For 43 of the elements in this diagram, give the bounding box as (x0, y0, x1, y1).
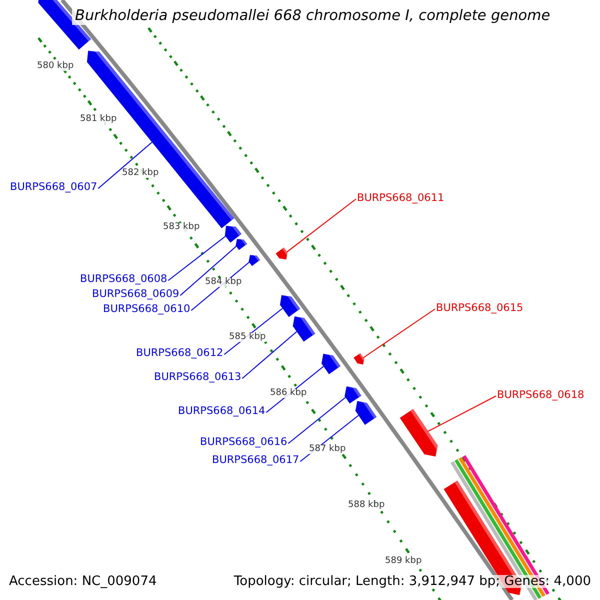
leader-line (286, 198, 356, 252)
gene-label: BURPS668_0616 (200, 437, 288, 448)
leader-line (288, 396, 346, 444)
scale-label: 583 kbp (163, 223, 200, 232)
gene-label: BURPS668_0615 (436, 303, 524, 314)
scale-label: 584 kbp (205, 278, 242, 287)
scale-label: 580 kbp (37, 62, 74, 71)
gene-block (344, 386, 362, 404)
leader-line (428, 396, 496, 432)
gene-block (355, 401, 377, 425)
genome-summary: Topology: circular; Length: 3,912,947 bp; Genes: 4,000 (234, 575, 591, 588)
scale-label: 582 kbp (122, 169, 159, 178)
scale-label: 581 kbp (80, 115, 117, 124)
gene-block (400, 408, 438, 457)
gene-block (280, 295, 300, 318)
gene-block (236, 239, 247, 250)
gene-label: BURPS668_0614 (178, 406, 266, 416)
gene-block (322, 354, 340, 374)
gene-label: BURPS668_0611 (357, 193, 444, 204)
gene-label: BURPS668_0607 (10, 182, 98, 192)
accession-text: Accession: NC_009074 (9, 575, 157, 588)
leader-line (98, 142, 152, 189)
scale-label: 586 kbp (270, 389, 307, 398)
gene-block (292, 316, 316, 342)
gene-label: BURPS668_0617 (212, 455, 300, 466)
scale-label: 588 kbp (348, 501, 385, 510)
scale-label: 587 kbp (309, 445, 346, 454)
scale-label: 585 kbp (229, 333, 266, 342)
leader-line (242, 331, 298, 379)
gene-label: BURPS668_0618 (497, 390, 584, 400)
gene-label: BURPS668_0609 (92, 289, 180, 300)
gene-block (354, 353, 364, 365)
gene-label: BURPS668_0612 (136, 348, 224, 358)
gene-block (224, 226, 242, 243)
gene-label: BURPS668_0610 (103, 304, 190, 314)
gene-block (276, 248, 288, 260)
gene-label: BURPS668_0613 (154, 372, 242, 382)
leader-line (180, 246, 237, 296)
gene-label: BURPS668_0608 (80, 274, 168, 284)
leader-line (168, 236, 226, 281)
scale-label: 589 kbp (385, 557, 422, 566)
gene-block (248, 255, 260, 266)
leader-line (362, 308, 436, 358)
